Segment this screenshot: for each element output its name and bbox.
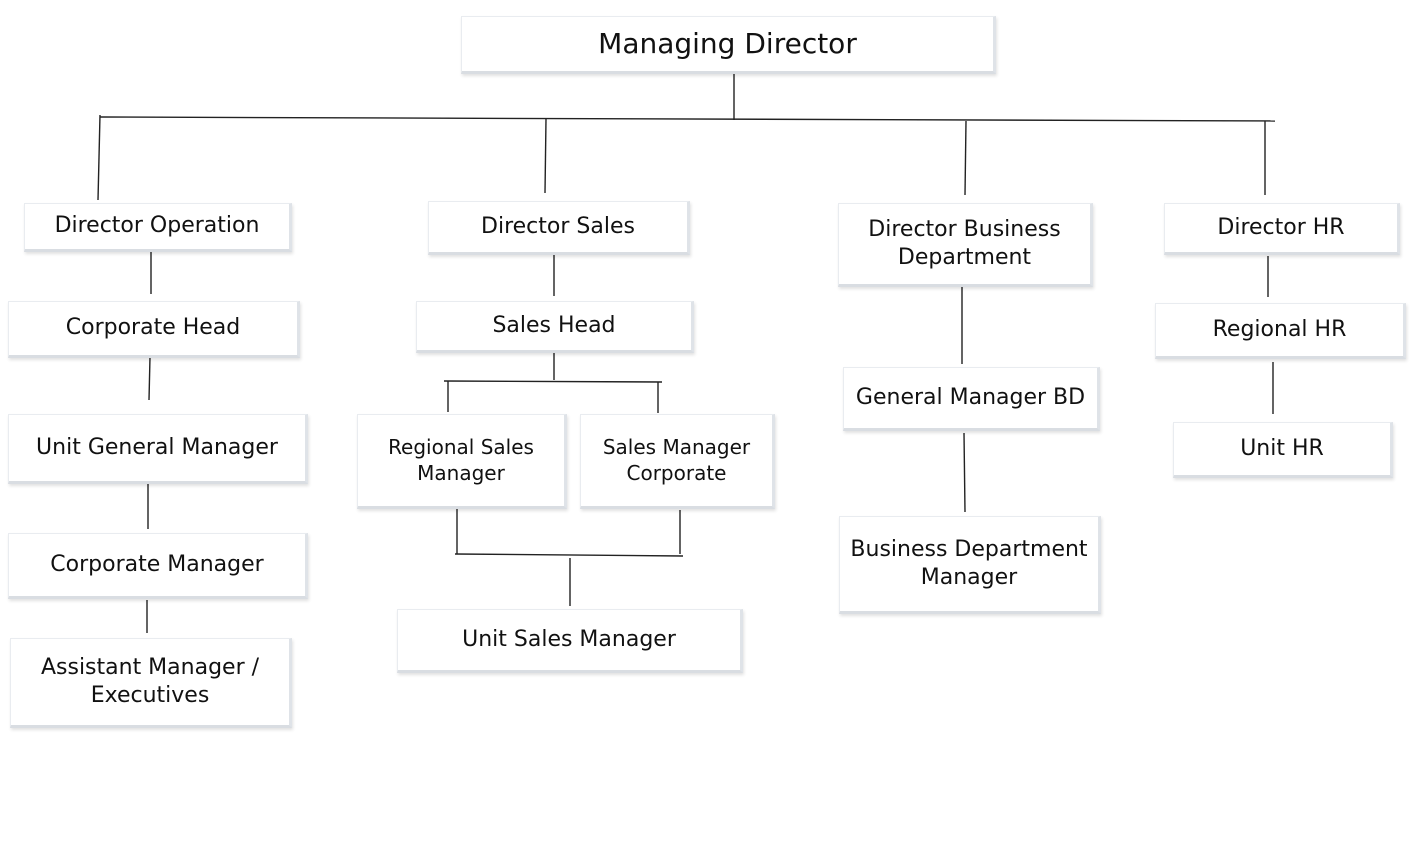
node-assistant-manager-executives: Assistant Manager / Executives	[10, 638, 292, 728]
node-managing-director: Managing Director	[461, 16, 996, 74]
node-business-department-manager: Business Department Manager	[839, 516, 1101, 614]
connector-line	[99, 116, 1276, 122]
connector-line	[963, 432, 966, 513]
node-regional-hr: Regional HR	[1155, 303, 1406, 359]
connector-line	[443, 380, 663, 383]
connector-line	[97, 114, 101, 201]
node-unit-sales-manager: Unit Sales Manager	[397, 609, 743, 673]
node-sales-manager-corporate: Sales Manager Corporate	[580, 414, 775, 509]
node-corporate-manager: Corporate Manager	[8, 533, 308, 599]
connector-line	[544, 118, 547, 194]
node-corporate-head: Corporate Head	[8, 301, 300, 358]
node-director-operation: Director Operation	[24, 203, 292, 252]
connector-line	[148, 356, 151, 401]
node-unit-general-manager: Unit General Manager	[8, 414, 308, 484]
node-unit-hr: Unit HR	[1173, 422, 1393, 478]
node-regional-sales-manager: Regional Sales Manager	[357, 414, 567, 509]
node-director-business-department: Director Business Department	[838, 203, 1093, 287]
node-sales-head: Sales Head	[416, 301, 694, 353]
node-general-manager-bd: General Manager BD	[843, 367, 1100, 431]
connector-line	[454, 553, 684, 557]
node-director-sales: Director Sales	[428, 201, 690, 255]
node-director-hr: Director HR	[1164, 203, 1400, 255]
connector-line	[964, 120, 967, 196]
